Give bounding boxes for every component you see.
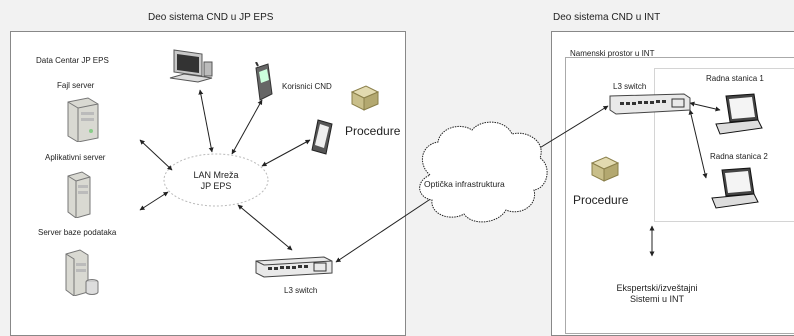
- expert-systems-label: Ekspertski/izveštajni Sistemi u INT: [612, 283, 702, 305]
- file-server-icon: [67, 97, 99, 142]
- link-switch-cloud: [335, 197, 433, 263]
- link-desktop-lan: [198, 89, 214, 153]
- mobile-phone-icon: [255, 62, 273, 101]
- link-int-switch-ws2: [688, 109, 708, 179]
- laptop-icon-2: [711, 167, 759, 209]
- db-server-label: Server baze podataka: [38, 228, 117, 237]
- app-server-icon: [67, 171, 91, 218]
- laptop-icon-1: [715, 93, 763, 135]
- link-servers-lan: [139, 139, 173, 171]
- left-section-heading: Deo sistema CND u JP EPS: [148, 12, 274, 23]
- lan-label-line1: LAN Mreža: [193, 170, 239, 180]
- right-panel: [551, 31, 794, 336]
- lan-label-line2: JP EPS: [200, 181, 232, 191]
- link-int-switch-ws1: [689, 101, 721, 112]
- expert-line2: Sistemi u INT: [629, 294, 684, 304]
- file-server-label: Fajl server: [57, 81, 95, 90]
- switch-label-left: L3 switch: [284, 286, 318, 295]
- lan-network-ellipse: [163, 153, 269, 207]
- right-section-heading: Deo sistema CND u INT: [553, 12, 661, 23]
- procedures-box-icon-right: [590, 156, 620, 182]
- workstation-1-label: Radna stanica 1: [706, 74, 764, 83]
- lan-label: LAN Mreža JP EPS: [176, 170, 256, 192]
- workstation-2-label: Radna stanica 2: [710, 152, 768, 161]
- link-phone-lan: [231, 99, 263, 155]
- database-server-icon: [65, 249, 99, 296]
- l3-switch-icon-right: [609, 93, 691, 115]
- link-lan-switch: [237, 204, 293, 251]
- l3-switch-icon-left: [255, 256, 333, 278]
- optical-infrastructure-cloud: [419, 121, 548, 223]
- int-space-title: Namenski prostor u INT: [570, 49, 655, 58]
- expert-line1: Ekspertski/izveštajni: [616, 283, 698, 293]
- cloud-label: Optička infrastruktura: [424, 179, 505, 189]
- switch-label-right: L3 switch: [613, 82, 647, 91]
- desktop-computer-icon: [169, 49, 213, 83]
- link-tablet-lan: [261, 139, 311, 167]
- link-dbserver-lan: [139, 191, 169, 211]
- app-server-label: Aplikativni server: [45, 153, 106, 162]
- procedures-box-icon-left: [350, 85, 380, 111]
- data-center-title: Data Centar JP EPS: [36, 56, 109, 65]
- procedures-label-left: Procedure: [345, 124, 401, 138]
- users-label: Korisnici CND: [282, 82, 332, 91]
- tablet-icon: [311, 119, 333, 155]
- procedures-label-right: Procedure: [573, 193, 629, 207]
- workstation-area-frame: [654, 68, 794, 222]
